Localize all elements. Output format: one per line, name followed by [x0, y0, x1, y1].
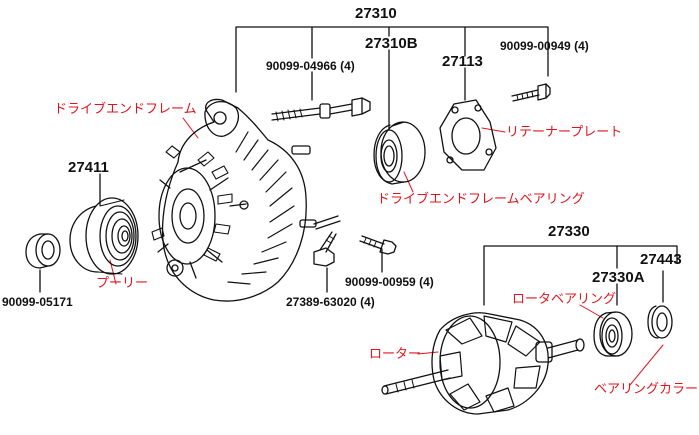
- part-number-27330: 27330: [548, 223, 590, 240]
- label-rotor-bearing: ロータベアリング: [512, 292, 617, 307]
- label-pulley: プーリー: [96, 276, 149, 291]
- part-number-90099-00949: 90099-00949 (4): [500, 39, 589, 53]
- rotor-bearing: [593, 311, 633, 357]
- leader-lines: [39, 26, 678, 306]
- part-number-27113: 27113: [442, 53, 483, 70]
- part-number-27443: 27443: [640, 251, 682, 268]
- part-number-27389-63020: 27389-63020 (4): [286, 295, 375, 309]
- part-number-27310: 27310: [355, 5, 397, 22]
- pulley: [69, 197, 139, 275]
- part-number-90099-00959: 90099-00959 (4): [345, 275, 434, 289]
- pulley-nut: [25, 233, 61, 269]
- label-pointers: [109, 117, 664, 386]
- part-number-27411: 27411: [68, 159, 109, 176]
- label-drive-end-frame: ドライブエンドフレーム: [54, 102, 197, 117]
- part-number-27330a: 27330A: [592, 269, 645, 286]
- part-number-90099-05171: 90099-05171: [2, 295, 73, 309]
- label-drive-end-frame-bearing: ドライブエンドフレームベアリング: [377, 192, 585, 207]
- through-bolt: [271, 97, 371, 122]
- bearing-collar: [647, 305, 673, 339]
- drive-end-bearing: [373, 121, 426, 185]
- retainer-plate: [439, 99, 497, 171]
- rotor: [381, 312, 585, 415]
- label-bearing-collar: ベアリングカラー: [594, 382, 699, 397]
- label-rotor: ローター: [369, 347, 422, 362]
- alternator-assembly: [151, 98, 317, 302]
- label-retainer-plate: リテーナープレート: [506, 125, 623, 140]
- terminal-stud: [313, 215, 341, 267]
- retainer-screw: [511, 83, 551, 102]
- housing-screw: [359, 235, 397, 255]
- part-number-27310b: 27310B: [365, 35, 418, 52]
- part-number-90099-04966: 90099-04966 (4): [266, 59, 355, 73]
